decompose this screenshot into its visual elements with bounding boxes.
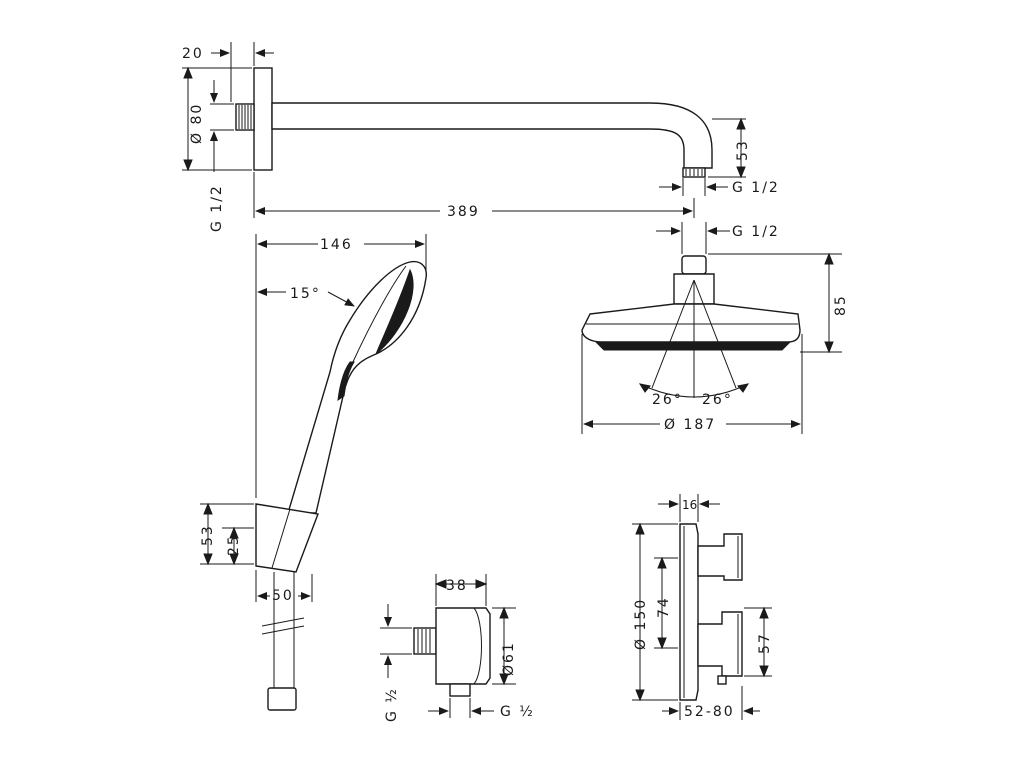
outlet-thread-hatch [685,169,703,176]
label-outlet-depth: 38 [446,578,468,594]
dim-flange-diameter: Ø 80 [182,66,252,172]
overhead-nozzles [594,341,792,351]
dim-holder-height: 53 25 [200,502,254,566]
label-outlet-side-thread: G ½ [384,687,400,722]
label-overhead-height: 85 [833,294,849,316]
thermostat: 16 Ø 150 74 57 [632,494,773,720]
dim-outlet-diameter: Ø61 [492,606,517,686]
overhead-shower: 26° 26° G 1/2 85 Ø 187 [581,222,849,434]
dim-handle-spacing: 74 [654,556,678,650]
dim-arm-length: 389 [253,172,695,220]
label-holder-height: 53 [200,524,216,546]
label-outlet-diameter: Ø61 [501,641,517,676]
outlet-bottom-nipple [449,683,471,697]
label-overhead-thread: G 1/2 [732,224,780,240]
label-inlet-thread: G 1/2 [209,184,225,232]
dim-outlet-side-thread: G ½ [380,604,412,722]
dim-handle-offset: 57 [744,606,773,678]
hand-shower: 146 15° 53 25 50 [200,234,427,711]
hand-shower-face [351,265,407,365]
overhead-head [581,303,801,343]
dim-outlet-thread: G 1/2 [659,178,780,196]
label-flange-thickness: 20 [182,46,204,62]
label-hand-angle: 15° [290,286,321,302]
dim-inlet-thread: G 1/2 [209,80,234,232]
dim-arm-drop: 53 [708,117,751,179]
outlet-side-thread [413,627,437,655]
label-hand-reach: 146 [320,237,353,253]
hand-shower-holder [255,503,319,573]
label-holder-width: 50 [272,588,294,604]
dim-plate-diameter: Ø 150 [632,522,678,702]
label-arm-length: 389 [447,204,480,220]
hand-shower-grip-inlay [337,361,355,402]
overhead-connector [681,255,707,275]
hand-shower-spray-face [375,268,414,355]
label-handle-projection: 52-80 [684,704,735,720]
label-handle-offset: 57 [757,632,773,654]
hose-nut [267,687,297,711]
shower-arm: 20 Ø 80 G 1/2 53 [182,42,780,232]
label-flange-diameter: Ø 80 [189,103,205,144]
label-plate-diameter: Ø 150 [633,598,649,650]
spray-angle-lines [651,279,737,398]
dim-handle-projection: 52-80 [662,686,760,720]
inlet-thread-hatch [238,105,252,129]
label-spray-angle-left: 26° [652,392,683,408]
outlet-side-thread-hatch [417,629,431,653]
thermostat-plate [679,523,699,701]
label-outlet-bottom-thread: G ½ [500,704,535,720]
label-spray-angle-right: 26° [702,392,733,408]
thermostat-handle-stop [717,675,727,685]
wall-outlet: 38 Ø61 G ½ G ½ [380,574,535,722]
label-arm-drop: 53 [735,139,751,161]
dim-plate-depth: 16 [658,494,720,522]
dim-holder-width: 50 [255,570,313,604]
dim-overhead-diameter: Ø 187 [581,334,803,434]
label-plate-depth: 16 [682,498,697,512]
dim-outlet-bottom-thread: G ½ [428,698,535,720]
outlet-body [435,607,491,685]
dim-overhead-height: 85 [708,252,849,354]
thermostat-lower-handle [697,611,743,677]
arm-pipe [271,102,713,169]
dim-outlet-depth: 38 [434,574,488,606]
label-overhead-diameter: Ø 187 [664,417,716,433]
label-outlet-thread: G 1/2 [732,180,780,196]
wall-flange [253,67,273,171]
dim-hand-reach: 146 [255,234,427,498]
thermostat-upper-handle [697,533,743,581]
label-handle-spacing: 74 [656,596,672,618]
dim-overhead-thread: G 1/2 [656,222,780,254]
dim-flange-thickness: 20 [182,42,274,102]
label-holder-offset: 25 [226,534,242,556]
dim-hand-angle: 15° [257,286,355,307]
hose-break [261,617,305,627]
